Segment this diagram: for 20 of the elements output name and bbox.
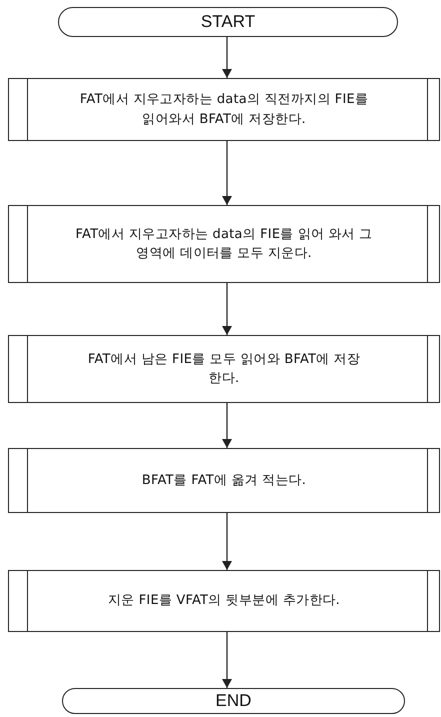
step-text: START — [200, 12, 256, 32]
step-text: FAT에서 지우고자하는 data의 FIE를 읽어 와서 그 영역에 데이터를 모두 지운다. — [74, 226, 374, 263]
arrow — [222, 403, 232, 448]
arrow — [222, 632, 232, 688]
arrow — [222, 141, 232, 205]
step-text: 지운 FIE를 VFAT의 뒷부분에 추가한다. — [108, 592, 340, 610]
arrow — [222, 513, 232, 570]
process-box — [8, 78, 440, 141]
step-text: BFAT를 FAT에 옮겨 적는다. — [142, 472, 306, 490]
terminal-shape — [62, 688, 405, 714]
process-box — [8, 205, 440, 283]
process-box — [8, 570, 440, 632]
step-text: FAT에서 남은 FIE를 모두 읽어와 BFAT에 저장한다. — [86, 350, 362, 388]
terminal-shape — [58, 7, 398, 37]
process-box — [8, 335, 440, 403]
arrow — [222, 283, 232, 335]
process-box — [8, 448, 440, 513]
arrow — [222, 37, 232, 78]
step-text: END — [216, 691, 252, 711]
step-text: FAT에서 지우고자하는 data의 직전까지의 FIE를 읽어와서 BFAT에 저장한다. — [78, 91, 370, 128]
